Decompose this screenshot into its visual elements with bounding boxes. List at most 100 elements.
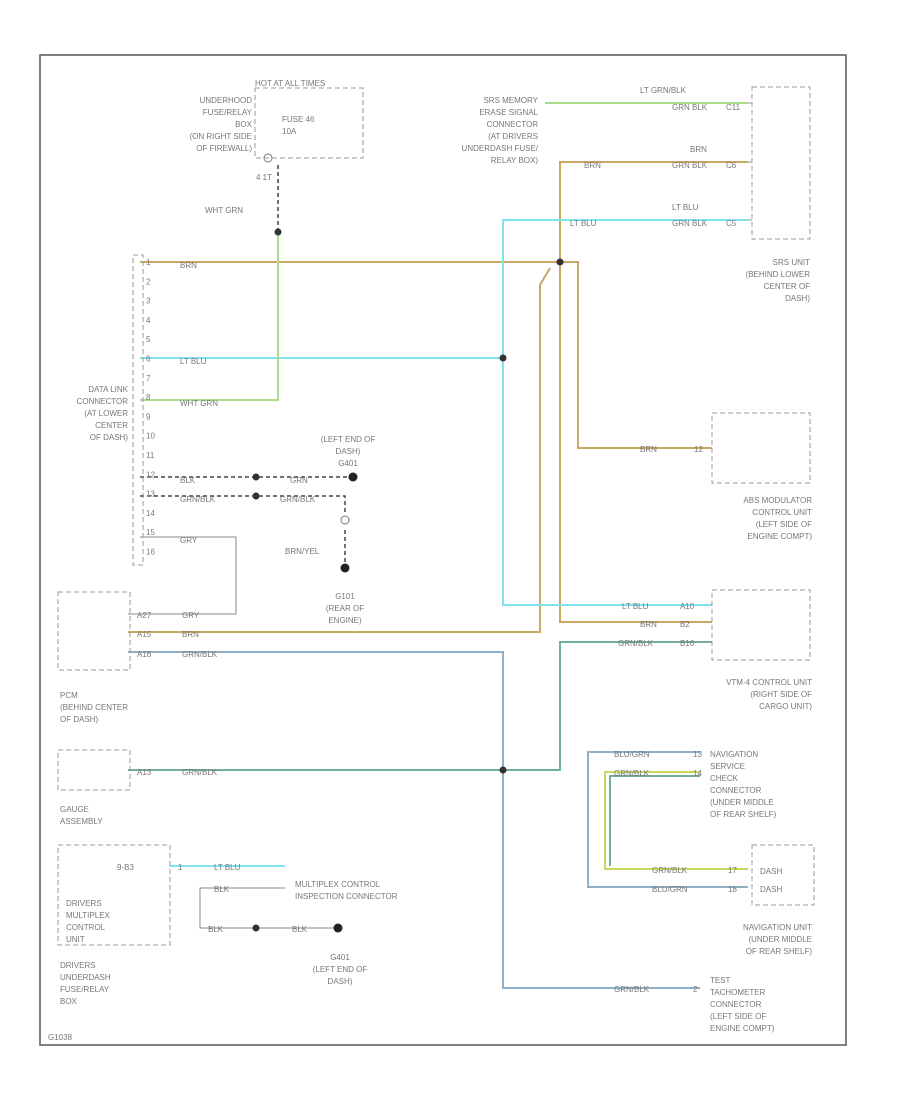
wire-label-vtm-brn: BRN [640,620,657,629]
pin-vtm-c: B16 [680,639,695,648]
svg-text:CONNECTOR: CONNECTOR [710,786,762,795]
svg-text:(LEFT SIDE OF: (LEFT SIDE OF [756,520,812,529]
nav-check-label: NAVIGATION SERVICE CHECK CONNECTOR (UNDE… [710,750,777,819]
nav-unit-label: NAVIGATION UNIT (UNDER MIDDLE OF REAR SH… [743,923,812,956]
svg-text:ENGINE COMPT): ENGINE COMPT) [710,1024,775,1033]
svg-text:OF DASH): OF DASH) [90,433,129,442]
wire-label-mux-blk: BLK [214,885,230,894]
svg-text:FUSE/RELAY: FUSE/RELAY [203,108,253,117]
dlc-label: DATA LINK CONNECTOR (AT LOWER CENTER OF … [77,385,129,442]
wire-grnblk-pcm-tach [128,651,700,989]
wire-label-vtm-grnblk: GRN/BLK [618,639,654,648]
svg-text:MULTIPLEX CONTROL: MULTIPLEX CONTROL [295,880,381,889]
wire-mux-blk [199,887,338,929]
wire-grnblk-dlc-ground [140,495,346,515]
svg-text:OF DASH): OF DASH) [60,715,99,724]
srs-unit-label: SRS UNIT (BEHIND LOWER CENTER OF DASH) [746,258,811,303]
svg-text:DASH): DASH) [336,447,361,456]
svg-text:(RIGHT SIDE OF: (RIGHT SIDE OF [750,690,812,699]
wire-label-srs-brn: BRN [584,161,601,170]
gauge-label: GAUGE ASSEMBLY [60,805,103,826]
dlc-pin-label: 8 [146,393,151,402]
svg-text:BOX: BOX [235,120,253,129]
svg-text:PCM: PCM [60,691,78,700]
pin-srs-a: C11 [726,103,741,112]
svg-text:(LEFT END OF: (LEFT END OF [321,435,376,444]
svg-text:(LEFT SIDE OF: (LEFT SIDE OF [710,1012,766,1021]
wire-label-srs-brn-top: BRN [690,145,707,154]
pin-nav-unit-a: 17 [728,866,737,875]
dlc-pin-label: 11 [146,451,155,460]
dlc-pin-label: 9 [146,412,151,421]
svg-text:INSPECTION CONNECTOR: INSPECTION CONNECTOR [295,892,398,901]
dlc-pin-column [132,254,144,566]
svg-text:OF FIREWALL): OF FIREWALL) [196,144,252,153]
wire-label-dlc-brn: BRN [180,261,197,270]
wire-label-ground-brnyel: BRN/YEL [285,547,320,556]
svg-text:ASSEMBLY: ASSEMBLY [60,817,103,826]
ground-g401b-symbol [333,923,343,933]
pin-drivers-mux: 9-B3 [117,863,134,872]
wire-brn-srs [559,161,748,262]
ground-g401-label: (LEFT END OF DASH) G401 [321,435,376,468]
dlc-pin-label: 15 [146,528,155,537]
svg-text:DATA LINK: DATA LINK [88,385,128,394]
wire-label-dlc-blk: BLK [180,476,196,485]
mux-inspection-label: MULTIPLEX CONTROL INSPECTION CONNECTOR [295,880,398,901]
svg-text:CONNECTOR: CONNECTOR [487,120,539,129]
pin-mux-a: 1 [178,863,183,872]
svg-text:UNDERDASH: UNDERDASH [60,973,111,982]
splice-wht-grn [274,228,282,236]
wire-label-mux-lt-blu: LT BLU [214,863,241,872]
svg-text:(BEHIND LOWER: (BEHIND LOWER [746,270,811,279]
abs-label: ABS MODULATOR CONTROL UNIT (LEFT SIDE OF… [743,496,812,541]
fuse-rating-a: FUSE 46 [282,115,315,124]
wire-label-pcm-grnblk: GRN/BLK [182,650,218,659]
wire-label-abs-brn: BRN [640,445,657,454]
ground-g401b-label: G401 (LEFT END OF DASH) [313,953,368,986]
wire-brn-vtm [559,262,712,623]
wire-label-pcm-gry: GRY [182,611,200,620]
dlc-pin-label: 2 [146,277,151,286]
wire-label-nav-grnblk-2: GRN/BLK [652,866,688,875]
svg-text:(LEFT END OF: (LEFT END OF [313,965,368,974]
svg-text:VTM-4 CONTROL UNIT: VTM-4 CONTROL UNIT [726,678,812,687]
wire-label-nav-blugrn-2: BLU/GRN [652,885,688,894]
splice-grnblk-2 [252,492,260,500]
wire-label-dlc-lt-blu: LT BLU [180,357,207,366]
pin-tach: 2 [693,985,698,994]
svg-text:MULTIPLEX: MULTIPLEX [66,911,111,920]
svg-text:(ON RIGHT SIDE: (ON RIGHT SIDE [189,132,252,141]
wire-label-srs-grn-blk: GRN BLK [672,103,708,112]
pin-nav-unit-b: 18 [728,885,737,894]
wire-label-srs-lt-grnblk: LT GRN/BLK [640,86,687,95]
wire-brn-abs [560,261,712,449]
srs-memory-label: SRS MEMORY ERASE SIGNAL CONNECTOR (AT DR… [462,96,539,165]
svg-text:OF REAR SHELF): OF REAR SHELF) [746,947,813,956]
fuse-box-header: HOT AT ALL TIMES [255,79,325,88]
splice-lt-blu [499,354,507,362]
svg-text:(AT DRIVERS: (AT DRIVERS [488,132,538,141]
wire-label-dlc-gry: GRY [180,536,198,545]
pin-gauge: A13 [137,768,152,777]
pin-pcm-grnblk: A16 [137,650,152,659]
pin-srs-c: C5 [726,219,737,228]
svg-text:SERVICE: SERVICE [710,762,745,771]
fuse-rating-b: 10A [282,127,297,136]
wire-lt-blu-srs [502,219,748,606]
footer-code: G1038 [48,1033,73,1042]
wire-label-dlc-grn: GRN [290,476,308,485]
wire-wht-grn [140,232,279,401]
wire-gry-dlc-pcm [128,536,237,615]
svg-text:DASH): DASH) [785,294,810,303]
abs-box [711,412,811,484]
vtm4-label: VTM-4 CONTROL UNIT (RIGHT SIDE OF CARGO … [726,678,812,711]
svg-text:G101: G101 [335,592,355,601]
dlc-pin-label: 3 [146,297,151,306]
pin-abs: 12 [694,445,703,454]
svg-text:ENGINE COMPT): ENGINE COMPT) [748,532,813,541]
svg-text:CENTER: CENTER [95,421,128,430]
dlc-pin-label: 4 [146,316,151,325]
wire-label-srs-grn-blk-3: GRN BLK [672,219,708,228]
